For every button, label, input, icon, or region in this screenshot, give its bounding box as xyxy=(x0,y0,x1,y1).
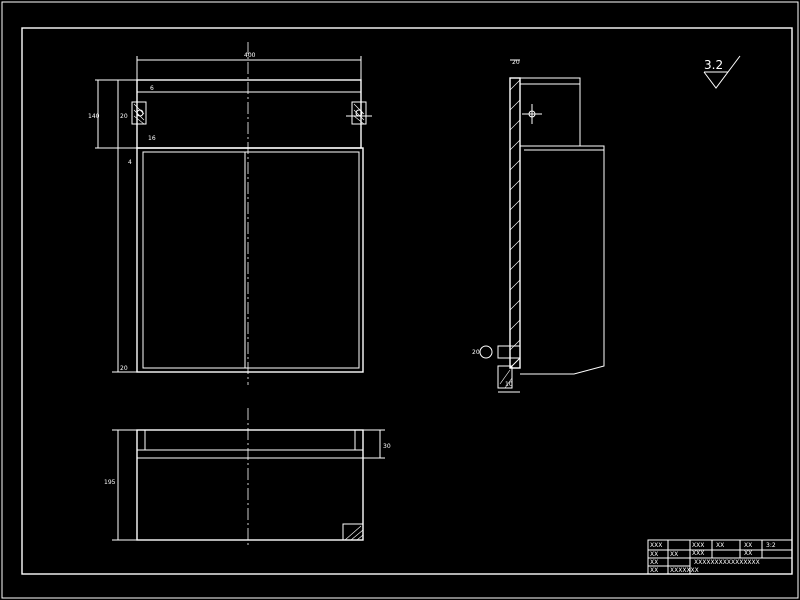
dim-bottom-height: 195 xyxy=(104,479,116,486)
tb-cell-12: XXXXXXX xyxy=(670,567,699,574)
tb-cell-10: XXXXXXXXXXXXXXXX xyxy=(694,559,760,566)
roughness-value: 3.2 xyxy=(704,58,723,72)
tb-cell-6: XX xyxy=(744,550,752,557)
tb-cell-9: XX xyxy=(650,559,658,566)
plan-view[interactable]: 195 30 xyxy=(104,408,391,548)
dim-hole-small: 6 xyxy=(150,85,154,92)
dim-side-top: 20 xyxy=(512,59,520,66)
tb-cell-7: XX xyxy=(650,551,658,558)
tb-cell-3: XX xyxy=(744,542,752,549)
dim-side-foot: 20 xyxy=(472,349,480,356)
tb-cell-0: XXX xyxy=(650,542,662,549)
tb-cell-1: XXX xyxy=(692,542,704,549)
title-block[interactable]: XXX XXX XX XX 3:2 XXX XX XX XX XX XXXXXX… xyxy=(647,539,793,575)
dim-bottom-side: 30 xyxy=(383,443,391,450)
dim-hole-dia: 20 xyxy=(120,113,128,120)
tb-cell-5: XXX xyxy=(692,550,704,557)
tb-cell-4: 3:2 xyxy=(766,542,776,549)
sheet-inner-border xyxy=(21,27,793,575)
dim-left-height: 140 xyxy=(88,113,100,120)
tb-cell-2: XX xyxy=(716,542,724,549)
side-view[interactable]: 20 20 10 xyxy=(472,59,605,393)
tb-cell-8: XX xyxy=(670,551,678,558)
tb-cell-11: XX xyxy=(650,567,658,574)
dim-side-bottom: 10 xyxy=(505,381,513,388)
surface-roughness-symbol: 3.2 xyxy=(703,55,741,89)
dim-left-bottom: 20 xyxy=(120,365,128,372)
dim-left-small-1: 16 xyxy=(148,135,156,142)
front-view[interactable]: 400 140 20 6 16 4 20 xyxy=(88,42,372,385)
dim-top-width: 400 xyxy=(244,52,256,59)
dim-left-small-2: 4 xyxy=(128,159,132,166)
